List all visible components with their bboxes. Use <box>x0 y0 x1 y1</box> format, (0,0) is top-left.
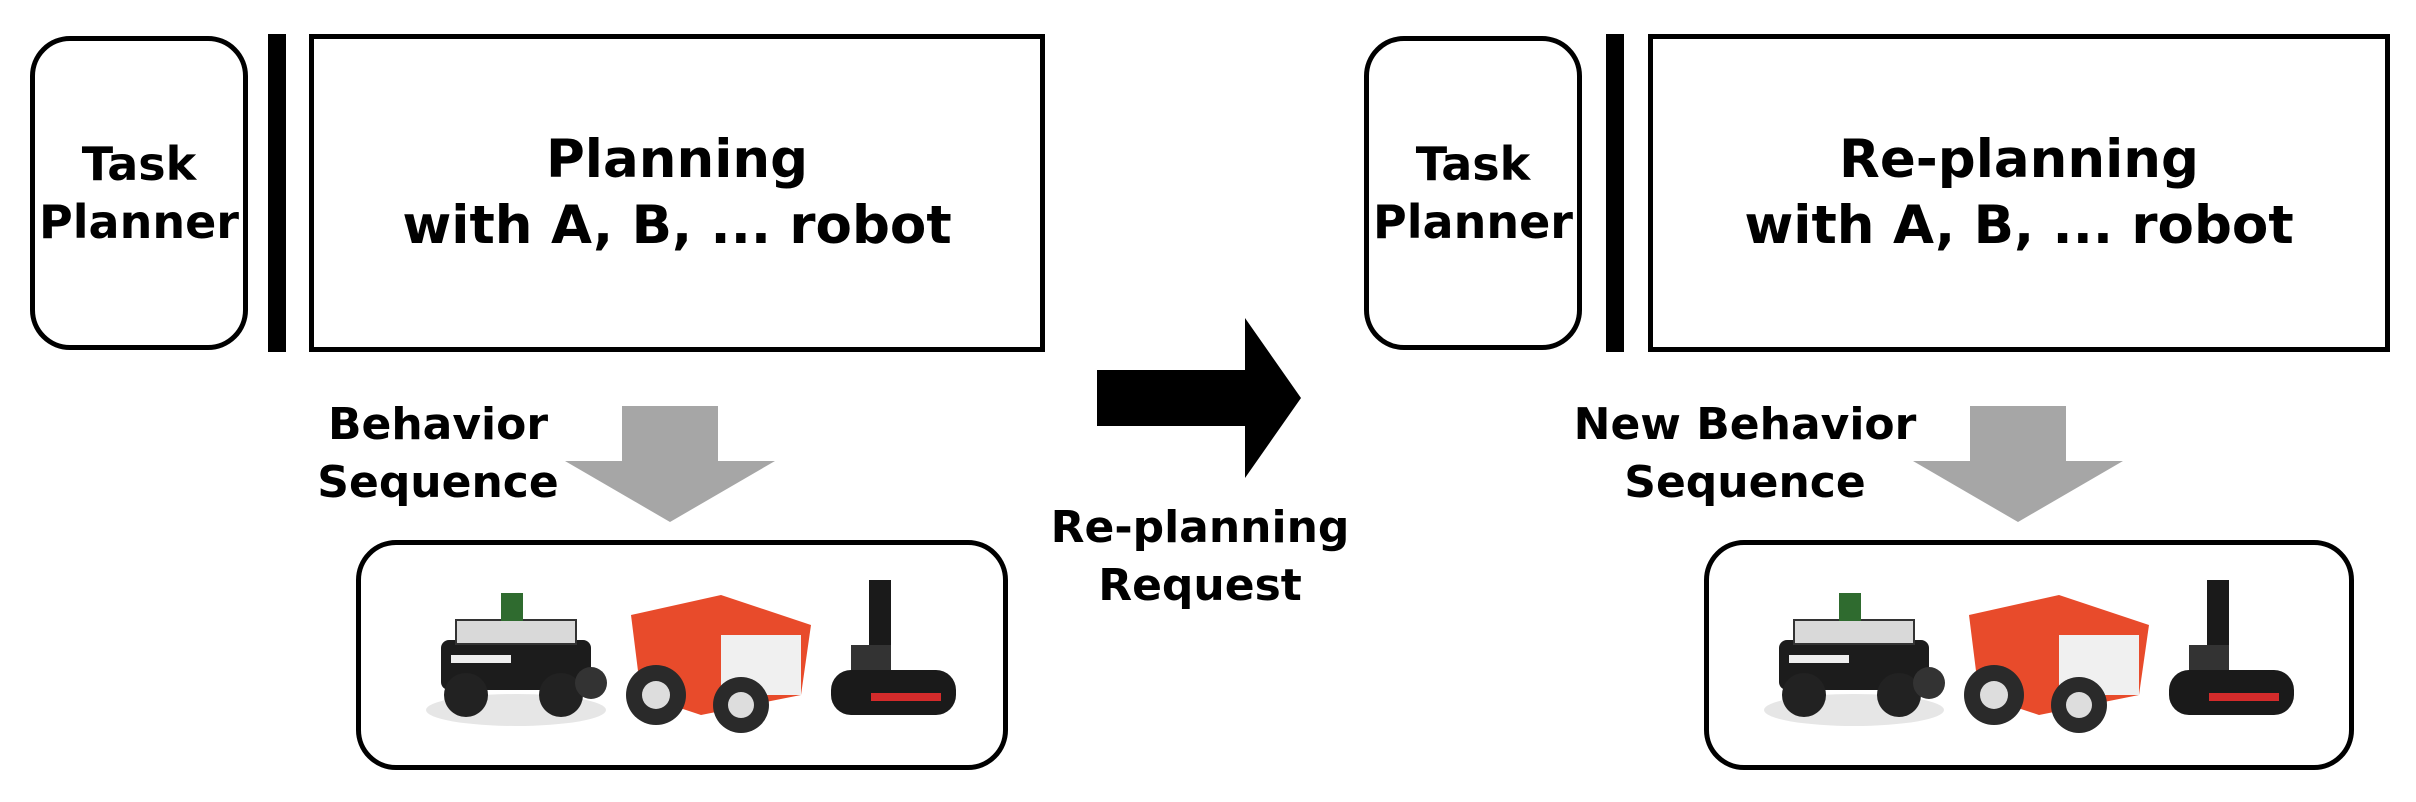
replanning-request-line1: Re-planning <box>1050 502 1350 553</box>
new-behavior-sequence-line1: New Behavior <box>1573 399 1917 450</box>
tracked-robot-icon-right <box>2169 580 2294 715</box>
task-planner-box-right: Task Planner <box>1364 36 1582 350</box>
task-planner-label-line1-right: Task <box>1415 137 1531 191</box>
task-planner-label-line2-right: Planner <box>1373 195 1573 249</box>
replanning-title-line2: with A, B, ... robot <box>1744 195 2294 256</box>
divider-bar-right <box>1606 34 1624 352</box>
rover-robot-icon <box>426 593 607 726</box>
robot-images-left <box>426 580 956 733</box>
replanning-request-line2: Request <box>1098 560 1302 611</box>
behavior-sequence-line1: Behavior <box>327 399 549 450</box>
new-behavior-sequence-label: New Behavior Sequence <box>1570 392 1920 516</box>
down-arrow-right-shape <box>1913 406 2123 522</box>
orange-robot-icon <box>626 595 811 733</box>
behavior-sequence-label: Behavior Sequence <box>317 392 559 516</box>
down-arrow-right <box>1913 406 2123 522</box>
planning-title-line2: with A, B, ... robot <box>402 195 952 256</box>
planning-box: Planning with A, B, ... robot <box>309 34 1045 352</box>
planning-title-line1: Planning <box>545 129 809 190</box>
robot-group-box-right <box>1704 540 2354 770</box>
new-behavior-sequence-line2: Sequence <box>1624 457 1866 508</box>
rover-robot-icon-right <box>1764 593 1945 726</box>
task-planner-label-line2: Planner <box>39 195 239 249</box>
replanning-title-line1: Re-planning <box>1839 129 2199 190</box>
right-arrow <box>1097 318 1301 478</box>
tracked-robot-icon <box>831 580 956 715</box>
task-planner-box-left: Task Planner <box>30 36 248 350</box>
down-arrow-left-shape <box>565 406 775 522</box>
replanning-request-label: Re-planning Request <box>1040 494 1360 620</box>
orange-robot-icon-right <box>1964 595 2149 733</box>
right-arrow-shape <box>1097 318 1301 478</box>
behavior-sequence-line2: Sequence <box>317 457 559 508</box>
task-planner-label-line1: Task <box>81 137 197 191</box>
robot-images-right <box>1764 580 2294 733</box>
down-arrow-left <box>565 406 775 522</box>
robot-group-box-left <box>356 540 1008 770</box>
replanning-box: Re-planning with A, B, ... robot <box>1648 34 2390 352</box>
divider-bar-left <box>268 34 286 352</box>
